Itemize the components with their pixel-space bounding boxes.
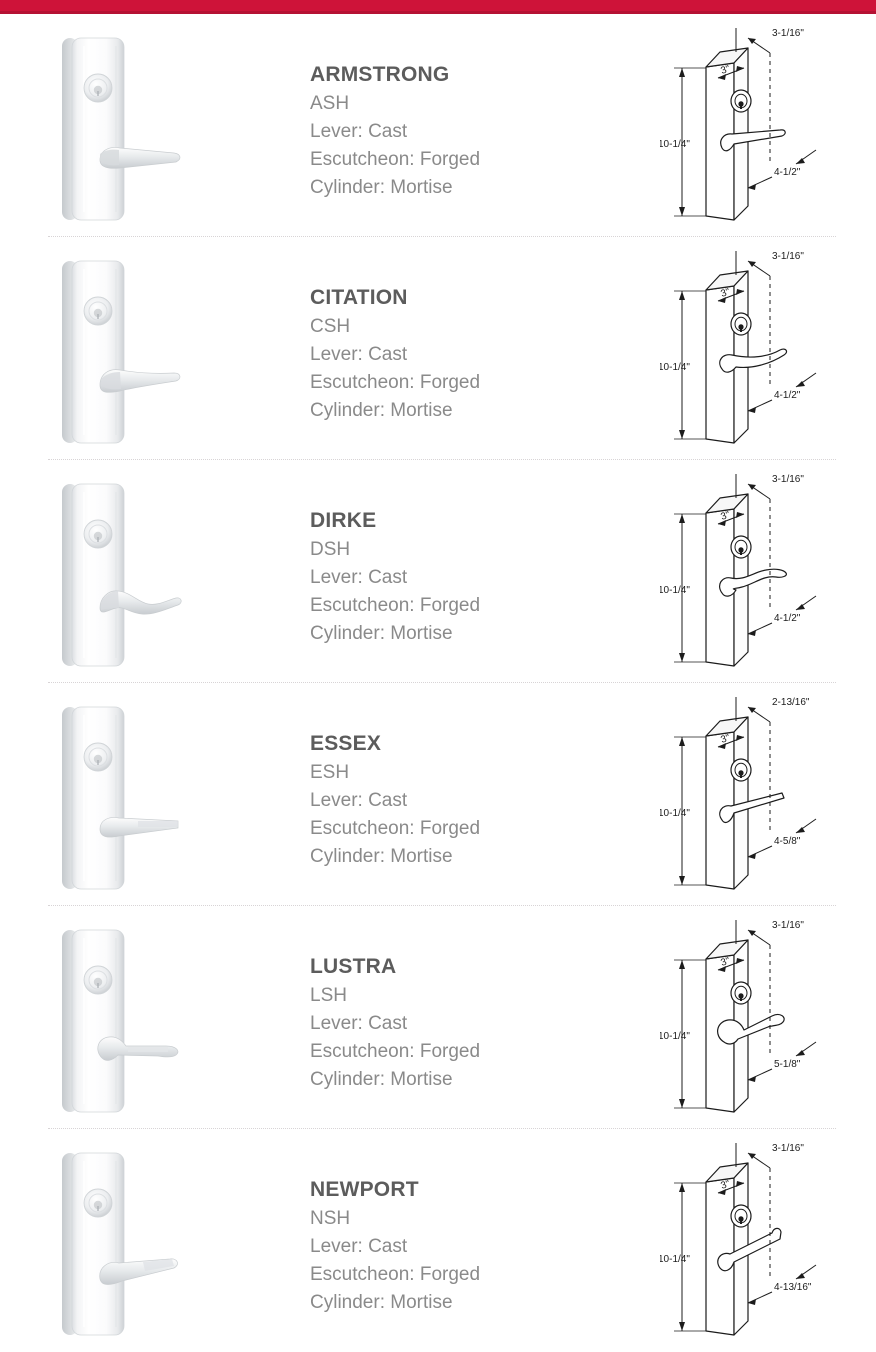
product-name: DIRKE xyxy=(310,509,377,532)
product-photo xyxy=(62,929,179,1113)
product-code: LSH xyxy=(310,985,347,1006)
dim-projection-label: 4-1/2" xyxy=(774,613,801,624)
product-lever: Lever: Cast xyxy=(310,567,408,588)
top-red-banner-shadow xyxy=(0,11,876,14)
dim-width-label: 3" xyxy=(719,1178,732,1192)
product-cylinder: Cylinder: Mortise xyxy=(310,400,453,421)
product-escutcheon: Escutcheon: Forged xyxy=(310,1264,481,1285)
product-lever: Lever: Cast xyxy=(310,1236,408,1257)
product-photo xyxy=(62,483,182,667)
row-divider xyxy=(48,459,836,460)
dimension-drawing: 3-1/16" 3" 10-1/4" 4-1/2" xyxy=(660,474,817,667)
dim-depth-label: 3-1/16" xyxy=(772,251,804,262)
dim-projection-label: 4-13/16" xyxy=(774,1282,812,1293)
dim-height-label: 10-1/4" xyxy=(660,808,690,819)
product-photo-cell xyxy=(48,1147,238,1342)
product-photo xyxy=(62,1152,178,1336)
product-code: ESH xyxy=(310,762,350,783)
product-name: LUSTRA xyxy=(310,955,397,978)
dimension-drawing: 2-13/16" 3" 10-1/4" 4-5/8" xyxy=(660,697,817,890)
product-drawing-cell: 3-1/16" 3" 10-1/4" 4-1/2" xyxy=(660,466,876,683)
dim-height-label: 10-1/4" xyxy=(660,362,690,373)
dim-width-label: 3" xyxy=(719,509,732,523)
product-code: DSH xyxy=(310,539,351,560)
product-photo xyxy=(62,260,181,444)
row-divider xyxy=(48,905,836,906)
product-photo xyxy=(62,37,181,221)
product-name: ARMSTRONG xyxy=(310,63,450,86)
product-photo-cell xyxy=(48,255,238,450)
dim-height-label: 10-1/4" xyxy=(660,1254,690,1265)
dim-height-label: 10-1/4" xyxy=(660,1031,690,1042)
product-lever: Lever: Cast xyxy=(310,121,408,142)
product-drawing-cell: 3-1/16" 3" 10-1/4" 4-1/2" xyxy=(660,243,876,460)
dim-width-label: 3" xyxy=(719,63,732,77)
product-lever: Lever: Cast xyxy=(310,1013,408,1034)
row-divider xyxy=(48,682,836,683)
dim-height-label: 10-1/4" xyxy=(660,585,690,596)
dim-width-label: 3" xyxy=(719,955,732,969)
dim-depth-label: 3-1/16" xyxy=(772,920,804,931)
product-drawing-cell: 3-1/16" 3" 10-1/4" 4-13/16" xyxy=(660,1135,876,1352)
dim-width-label: 3" xyxy=(719,286,732,300)
product-name: ESSEX xyxy=(310,732,382,755)
dim-depth-label: 3-1/16" xyxy=(772,1143,804,1154)
product-code: CSH xyxy=(310,316,351,337)
product-escutcheon: Escutcheon: Forged xyxy=(310,149,481,170)
row-divider xyxy=(48,1128,836,1129)
product-name: NEWPORT xyxy=(310,1178,419,1201)
dimension-drawing: 3-1/16" 3" 10-1/4" 4-1/2" xyxy=(660,28,817,221)
dim-projection-label: 5-1/8" xyxy=(774,1059,801,1070)
product-escutcheon: Escutcheon: Forged xyxy=(310,818,481,839)
product-photo-cell xyxy=(48,924,238,1119)
product-name: CITATION xyxy=(310,286,408,309)
dim-width-label: 3" xyxy=(719,732,732,746)
product-cylinder: Cylinder: Mortise xyxy=(310,1292,453,1313)
dim-depth-label: 2-13/16" xyxy=(772,697,810,708)
product-escutcheon: Escutcheon: Forged xyxy=(310,372,481,393)
dimension-drawing: 3-1/16" 3" 10-1/4" 4-13/16" xyxy=(660,1143,817,1336)
product-drawing-cell: 3-1/16" 3" 10-1/4" 4-1/2" xyxy=(660,20,876,237)
top-red-banner xyxy=(0,0,876,11)
product-escutcheon: Escutcheon: Forged xyxy=(310,1041,481,1062)
dim-projection-label: 4-1/2" xyxy=(774,167,801,178)
product-photo xyxy=(62,706,179,890)
dim-projection-label: 4-1/2" xyxy=(774,390,801,401)
dim-depth-label: 3-1/16" xyxy=(772,474,804,485)
product-drawing-cell: 2-13/16" 3" 10-1/4" 4-5/8" xyxy=(660,689,876,906)
dim-projection-label: 4-5/8" xyxy=(774,836,801,847)
dim-depth-label: 3-1/16" xyxy=(772,28,804,39)
product-photo-cell xyxy=(48,478,238,673)
product-code: NSH xyxy=(310,1208,351,1229)
product-cylinder: Cylinder: Mortise xyxy=(310,846,453,867)
product-cylinder: Cylinder: Mortise xyxy=(310,1069,453,1090)
product-lever: Lever: Cast xyxy=(310,790,408,811)
product-cylinder: Cylinder: Mortise xyxy=(310,177,453,198)
product-photo-cell xyxy=(48,32,238,227)
product-cylinder: Cylinder: Mortise xyxy=(310,623,453,644)
product-photo-cell xyxy=(48,701,238,896)
product-lever: Lever: Cast xyxy=(310,344,408,365)
dimension-drawing: 3-1/16" 3" 10-1/4" 5-1/8" xyxy=(660,920,817,1113)
row-divider xyxy=(48,236,836,237)
product-code: ASH xyxy=(310,93,350,114)
dim-height-label: 10-1/4" xyxy=(660,139,690,150)
product-escutcheon: Escutcheon: Forged xyxy=(310,595,481,616)
product-drawing-cell: 3-1/16" 3" 10-1/4" 5-1/8" xyxy=(660,912,876,1129)
dimension-drawing: 3-1/16" 3" 10-1/4" 4-1/2" xyxy=(660,251,817,444)
